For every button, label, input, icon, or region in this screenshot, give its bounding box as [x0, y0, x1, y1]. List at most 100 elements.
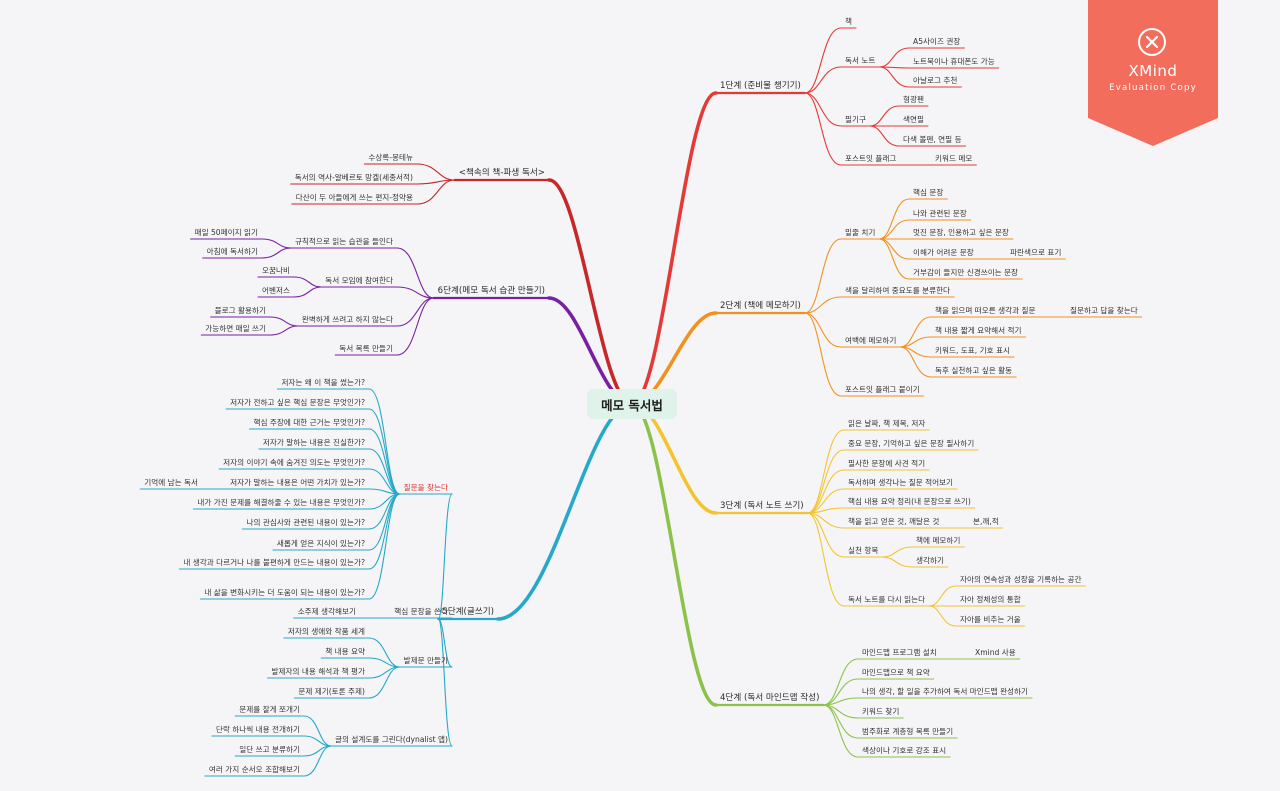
topic-s6-child-0-child-1-label[interactable]: 아침에 독서하기 [207, 246, 258, 256]
topic-s3-child-7-child-0-label[interactable]: 자아의 연속성과 성장을 기록하는 공간 [960, 574, 1081, 584]
topic-s4-child-0-child-0-label[interactable]: Xmind 사용 [975, 648, 1016, 657]
topic-s1-child-0-label[interactable]: 책 [845, 16, 852, 26]
topic-s5-child-0-child-7-label[interactable]: 나의 관심사와 관련된 내용이 있는가? [247, 517, 365, 527]
topic-s1-child-3-label[interactable]: 포스트잇 플래그 [845, 153, 896, 163]
topic-s3-child-7-label[interactable]: 독서 노트를 다시 읽는다 [848, 595, 925, 604]
topic-s2-child-0-child-4-label[interactable]: 거부감이 들지만 신경쓰이는 문장 [913, 267, 1018, 277]
topic-s3-child-7-child-1-label[interactable]: 자아 정체성의 통합 [960, 594, 1021, 604]
topic-s6-child-2-child-0-label[interactable]: 블로그 활용하기 [215, 305, 266, 315]
topic-s6-child-1-child-0-label[interactable]: 오꿈나비 [262, 266, 290, 275]
topic-s3-child-7-child-2-label[interactable]: 자아를 비추는 거울 [960, 614, 1021, 624]
topic-s7-child-0-label[interactable]: 수상록-몽테뉴 [368, 152, 413, 162]
topic-s7-child-2-label[interactable]: 다산이 두 아들에게 쓰는 편지-정약용 [296, 192, 413, 202]
topic-s1-child-2-child-2-connector [869, 125, 900, 147]
topic-s1-child-2-child-2-label[interactable]: 다색 볼펜, 연필 등 [903, 134, 962, 144]
topic-s5-child-0-label[interactable]: 질문을 찾는다 [404, 482, 448, 492]
topic-s3-child-6-child-0-label[interactable]: 책에 메모하기 [916, 535, 960, 545]
topic-s4-child-4-label[interactable]: 범주화로 계층형 목록 만들기 [862, 726, 953, 736]
topic-s5-child-2-child-1-label[interactable]: 책 내용 요약 [325, 646, 365, 656]
topic-s3-child-2-label[interactable]: 필사한 문장에 사견 적기 [848, 458, 925, 468]
main-topic-s7[interactable]: <책속의 책-파생 독서> [459, 166, 545, 178]
topic-s5-child-1-label[interactable]: 핵심 문장을 쓴다 [394, 606, 448, 616]
topic-s3-child-3-label[interactable]: 독서하며 생각나는 질문 적어보기 [848, 477, 953, 487]
main-topic-s5[interactable]: 5단계(글쓰기) [442, 605, 494, 617]
topic-s5-child-0-child-3-label[interactable]: 저자가 말하는 내용은 진실한가? [263, 437, 365, 447]
topic-s3-child-6-label[interactable]: 실천 항목 [848, 545, 878, 555]
topic-s5-child-3-child-3-label[interactable]: 여러 가지 순서오 조합해보기 [209, 764, 300, 774]
topic-s5-child-0-child-2-label[interactable]: 핵심 주장에 대한 근거는 무엇인가? [254, 417, 366, 427]
topic-s5-child-0-child-9-label[interactable]: 내 생각과 다르거나 나를 불편하게 만드는 내용이 있는가? [183, 557, 365, 567]
topic-s2-child-2-child-0-child-0-label[interactable]: 질문하고 답을 찾는다 [1070, 305, 1138, 315]
topic-s1-child-2-child-1-label[interactable]: 색연필 [903, 114, 924, 124]
topic-s6-child-2-label[interactable]: 완벽하게 쓰려고 하지 않는다 [302, 314, 393, 324]
topic-s3-child-5-child-0-label[interactable]: 본,깨,적 [973, 516, 999, 526]
topic-s1-child-1-child-0-label[interactable]: A5사이즈 권장 [913, 36, 960, 46]
topic-s5-child-0-child-1-label[interactable]: 저자가 전하고 싶은 핵심 문장은 무엇인가? [230, 397, 365, 407]
topic-s2-child-1-connector [804, 296, 842, 314]
topic-s2-child-2-child-3-label[interactable]: 독후 실천하고 싶은 활동 [935, 365, 1012, 375]
main-topic-s6[interactable]: 6단계(메모 독서 습관 만들기) [438, 284, 545, 296]
main-topic-s4[interactable]: 4단계 (독서 마인드맵 작성) [720, 691, 819, 703]
topic-s2-child-2-child-0-label[interactable]: 책을 읽으며 떠오른 생각과 질문 [935, 305, 1035, 315]
topic-s3-child-6-child-0-connector [881, 546, 913, 558]
topic-s5-child-3-child-1-label[interactable]: 단락 하나씩 내용 전개하기 [216, 724, 300, 734]
topic-s2-child-2-child-1-label[interactable]: 책 내용 짧게 요약해서 적기 [935, 325, 1022, 335]
main-topic-s2[interactable]: 2단계 (책에 메모하기) [720, 299, 801, 311]
topic-s5-child-2-label[interactable]: 발제문 만들기 [404, 655, 448, 665]
topic-s2-child-0-child-3-label[interactable]: 이해가 어려운 문장 [913, 247, 974, 257]
topic-s6-child-2-child-1-label[interactable]: 가능하면 매일 쓰기 [205, 323, 266, 333]
topic-s2-child-0-child-0-label[interactable]: 핵심 문장 [913, 187, 943, 197]
topic-s4-child-2-label[interactable]: 나의 생각, 할 일을 추가하여 독서 마인드맵 완성하기 [862, 686, 1028, 696]
topic-s2-child-0-child-3-child-0-label[interactable]: 파란색으로 표기 [1010, 247, 1061, 257]
topic-s6-child-0-child-0-label[interactable]: 매일 50페이지 읽기 [195, 227, 258, 237]
topic-s5-child-3-child-2-label[interactable]: 일단 쓰고 분류하기 [239, 744, 300, 754]
topic-s3-child-0-label[interactable]: 읽은 날짜, 책 제목, 저자 [848, 418, 925, 428]
topic-s6-child-0-label[interactable]: 규칙적으로 읽는 습관을 들인다 [295, 236, 393, 246]
central-topic[interactable]: 메모 독서법 [587, 389, 677, 419]
topic-s7-child-1-label[interactable]: 독서의 역사-알베르토 망겔(세종서적) [295, 172, 413, 182]
topic-s3-child-1-label[interactable]: 중요 문장, 기억하고 싶은 문장 필사하기 [848, 438, 974, 448]
topic-s2-child-0-child-2-label[interactable]: 멋진 문장, 인용하고 싶은 문장 [913, 227, 1009, 237]
topic-s3-child-6-child-1-label[interactable]: 생각하기 [916, 555, 944, 565]
topic-s3-child-5-label[interactable]: 책을 읽고 얻은 것, 깨달은 것 [848, 516, 939, 526]
topic-s6-child-1-child-1-label[interactable]: 어벤저스 [262, 285, 290, 295]
main-topic-s1[interactable]: 1단계 (준비물 챙기기) [720, 79, 801, 91]
topic-s4-child-5-label[interactable]: 색상이나 기호로 강조 표시 [862, 745, 946, 755]
topic-s5-child-2-child-2-label[interactable]: 발제자의 내용 해석과 책 평가 [272, 666, 366, 676]
topic-s1-child-1-child-1-label[interactable]: 노트북이나 휴대폰도 가능 [913, 56, 995, 66]
topic-s5-child-0-child-4-label[interactable]: 저자의 이야기 속에 숨겨진 의도는 무엇인가? [223, 457, 365, 467]
topic-s5-child-0-child-0-label[interactable]: 저자는 왜 이 책을 썼는가? [281, 377, 365, 387]
topic-s5-child-1-connector [437, 617, 453, 620]
topic-s5-child-2-child-0-label[interactable]: 저자의 생애와 작품 세계 [288, 626, 365, 636]
topic-s1-child-1-child-2-label[interactable]: 아날로그 추천 [913, 75, 957, 85]
main-branch-s5 [496, 402, 634, 621]
topic-s5-child-0-child-6-label[interactable]: 내가 가진 문제를 해결하줄 수 있는 내용은 무엇인가? [197, 497, 365, 507]
topic-s5-child-1-child-0-label[interactable]: 소주제 생각해보기 [298, 606, 356, 616]
topic-s5-child-0-child-10-label[interactable]: 내 삶을 변화시키는 더 도움이 되는 내용이 있는가? [204, 587, 365, 597]
topic-s4-child-0-label[interactable]: 마인드맵 프로그램 설치 [862, 647, 937, 657]
topic-s2-child-1-label[interactable]: 색을 달리하여 중요도를 분류한다 [845, 285, 950, 295]
topic-s5-child-0-child-8-label[interactable]: 새롭게 얻은 지식이 있는가? [277, 538, 365, 548]
topic-s2-child-0-label[interactable]: 밑줄 치기 [845, 227, 875, 237]
topic-s5-child-3-child-0-label[interactable]: 문제를 잘게 쪼개기 [239, 704, 300, 714]
topic-s5-child-2-child-3-label[interactable]: 문제 제기(토론 주제) [298, 687, 365, 696]
topic-s6-child-3-label[interactable]: 독서 목록 만들기 [339, 344, 393, 353]
topic-s5-child-0-child-5-label[interactable]: 저자가 말하는 내용은 어떤 가치가 있는가? [230, 477, 365, 487]
topic-s1-child-1-child-0-connector [878, 47, 910, 68]
topic-s2-child-3-label[interactable]: 포스트잇 플래그 붙이기 [845, 384, 920, 394]
topic-s5-child-0-child-5-child-0-label[interactable]: 기억에 남는 독서 [144, 478, 198, 487]
topic-s6-child-1-label[interactable]: 독서 모임에 참여한다 [325, 275, 393, 285]
main-branch-s1 [630, 91, 718, 406]
topic-s1-child-2-child-0-label[interactable]: 형광펜 [903, 94, 924, 104]
topic-s1-child-3-child-0-label[interactable]: 키워드 메모 [935, 154, 972, 163]
topic-s1-child-1-label[interactable]: 독서 노트 [845, 56, 875, 65]
topic-s4-child-1-label[interactable]: 마인드맵으로 책 요약 [862, 667, 930, 677]
topic-s2-child-2-label[interactable]: 여백에 메모하기 [845, 335, 896, 345]
topic-s5-child-3-label[interactable]: 글의 설계도를 그린다(dynalist 앱) [335, 734, 448, 744]
topic-s2-child-2-child-2-label[interactable]: 키워드, 도표, 기호 표시 [935, 346, 1010, 355]
topic-s1-child-2-label[interactable]: 필기구 [845, 114, 866, 124]
topic-s2-child-0-child-1-label[interactable]: 나와 관련된 문장 [913, 208, 967, 218]
topic-s4-child-3-label[interactable]: 키워드 찾기 [862, 706, 899, 716]
topic-s3-child-4-label[interactable]: 핵심 내용 요약 정리(내 문장으로 쓰기) [848, 496, 971, 506]
main-topic-s3[interactable]: 3단계 (독서 노트 쓰기) [720, 499, 804, 511]
